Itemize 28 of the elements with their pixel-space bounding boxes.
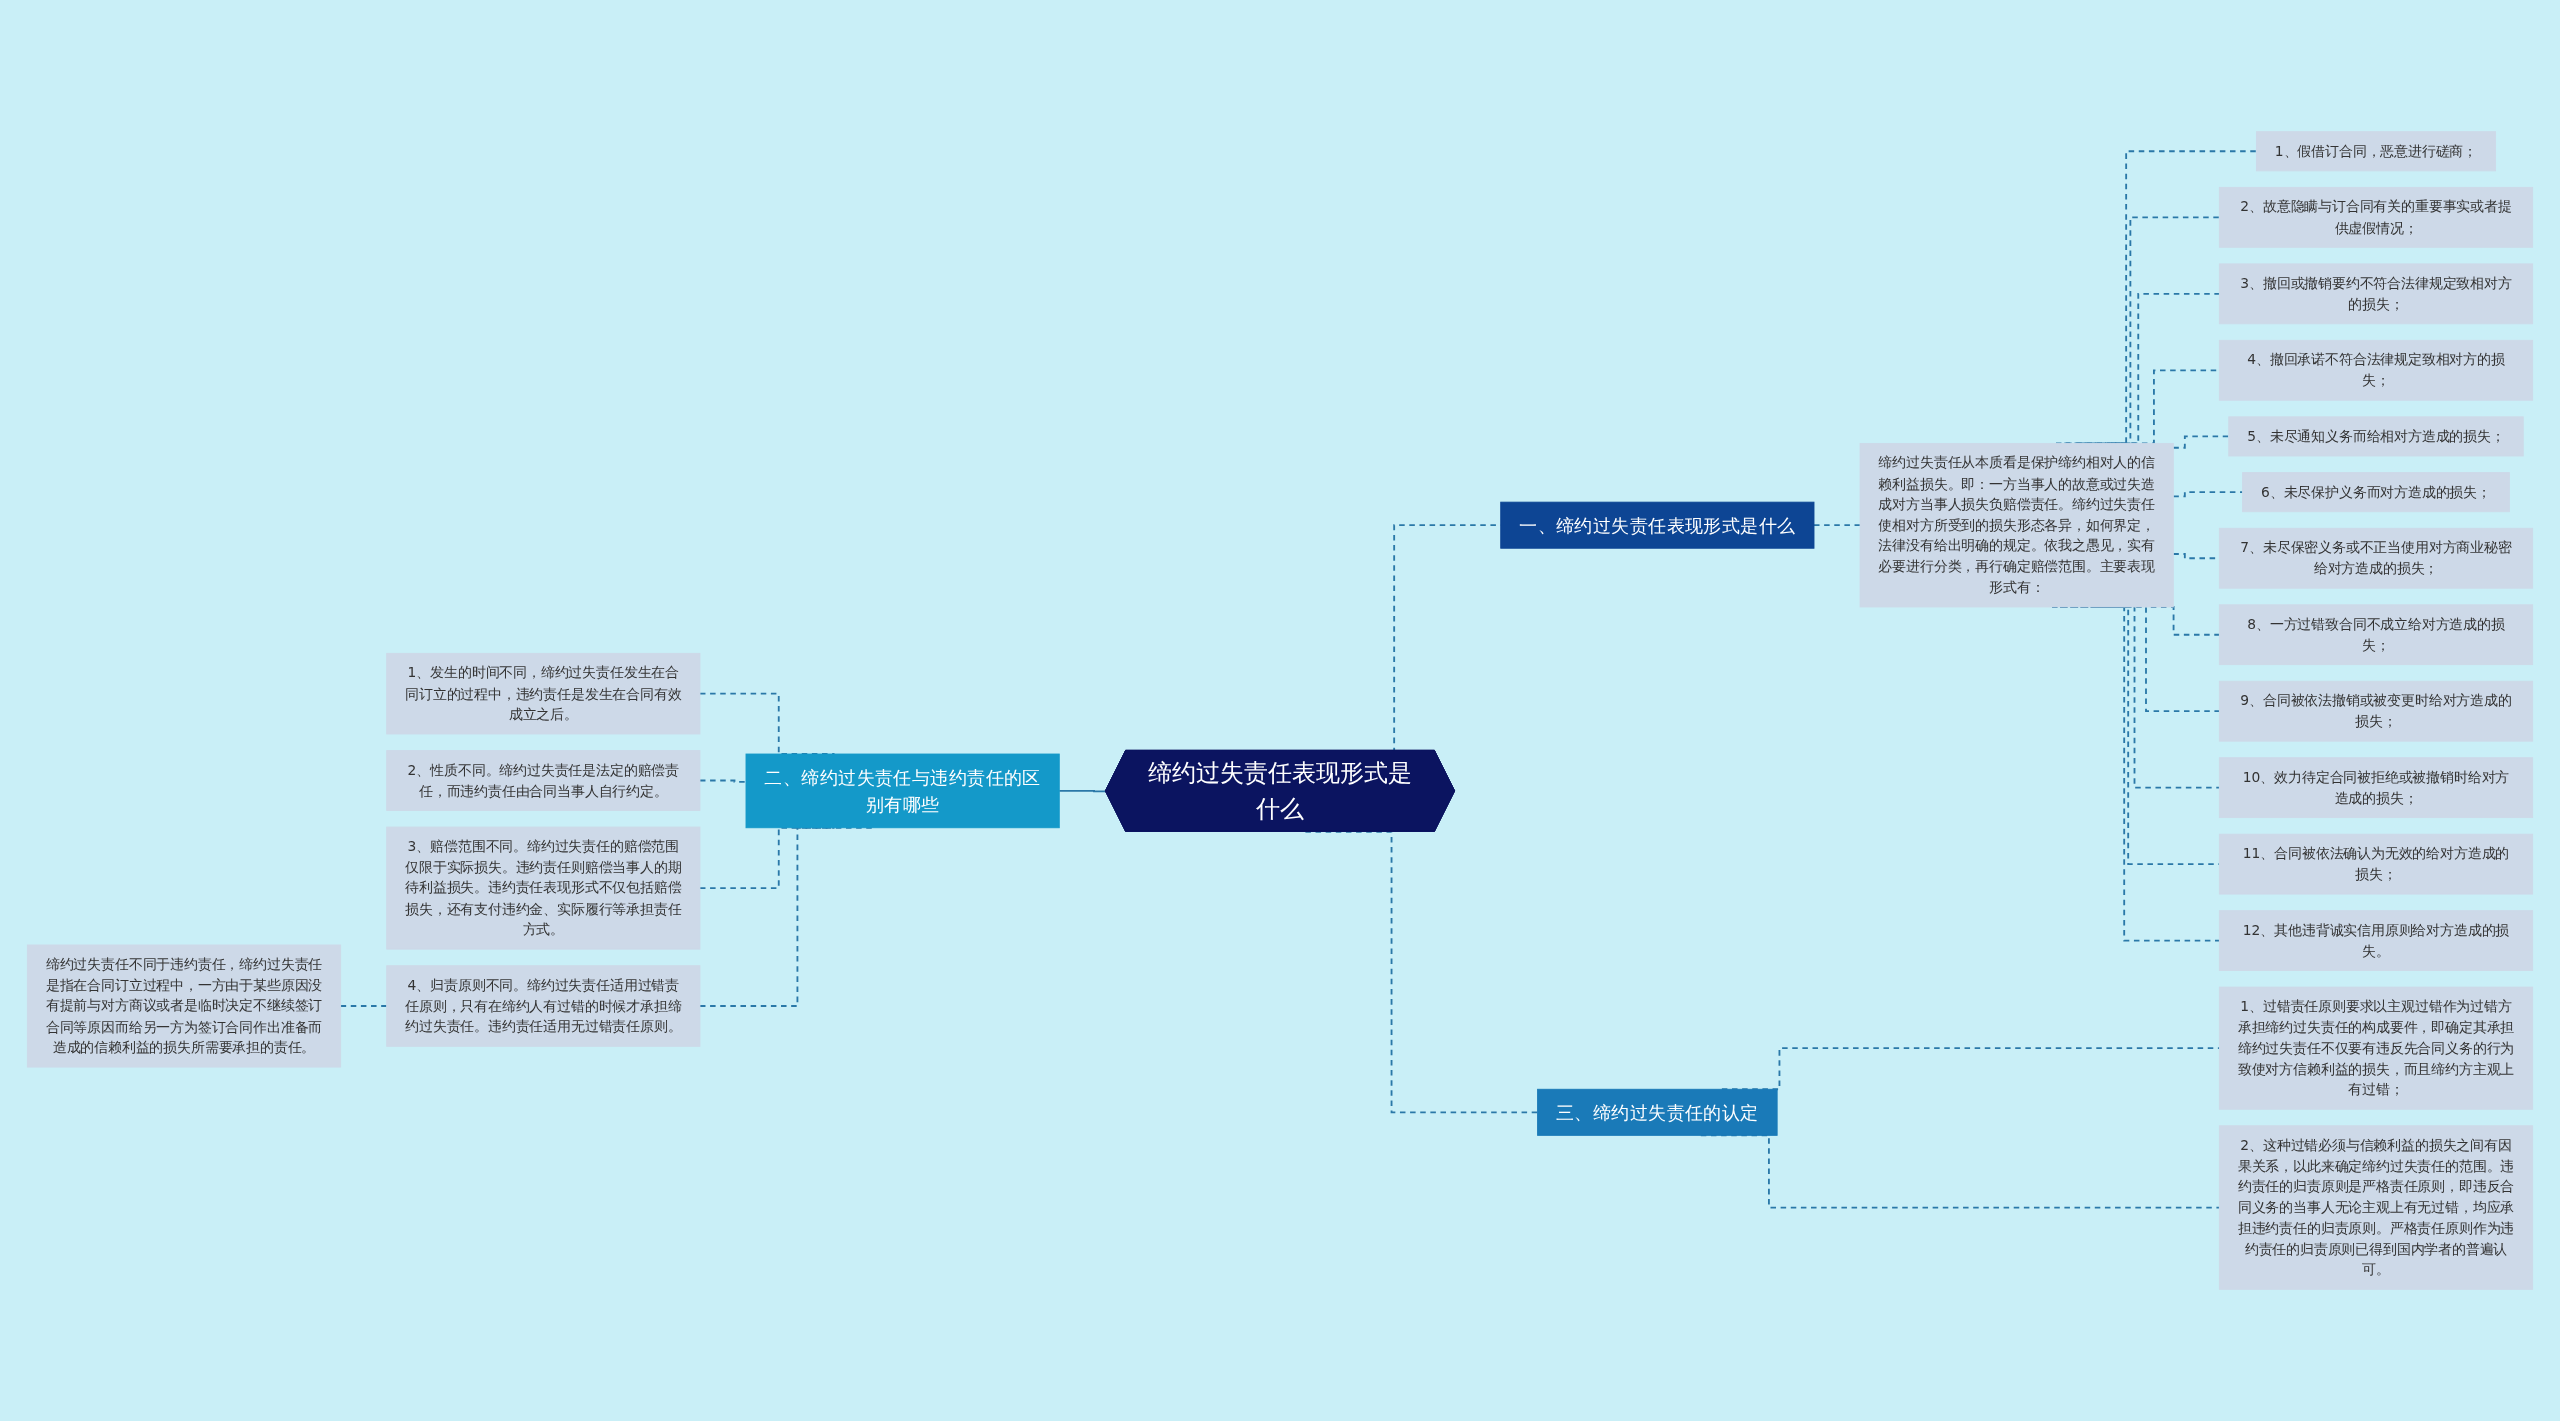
node-box: 12、其他违背诚实信用原则给对方造成的损失。 xyxy=(2218,910,2534,971)
node-box: 1、假借订合同，恶意进行磋商； xyxy=(2256,131,2497,172)
node-box: 一、缔约过失责任表现形式是什么 xyxy=(1500,501,1815,549)
node-box: 5、未尽通知义务而给相对方造成的损失； xyxy=(2228,416,2524,457)
node-box: 缔约过失责任从本质看是保护缔约相对人的信赖利益损失。即：一方当事人的故意或过失造成对方当事人损失负赔偿责任。缔约过失责任使相对方所受到的损失形态各异，如何界定，法律没有给出明确的规定。依我之愚见，实有必要进行分类，再行确定赔偿范围。主要表现形式有： xyxy=(1859,442,2174,608)
node-box: 3、撤回或撤销要约不符合法律规定致相对方的损失； xyxy=(2218,263,2534,325)
node-box: 6、未尽保护义务而对方造成的损失； xyxy=(2242,472,2510,513)
node-box: 2、性质不同。缔约过失责任是法定的赔偿责任，而违约责任由合同当事人自行约定。 xyxy=(386,750,701,811)
node-box: 3、赔偿范围不同。缔约过失责任的赔偿范围仅限于实际损失。违约责任则赔偿当事人的期待利益损失。违约责任表现形式不仅包括赔偿损失，还有支付违约金、实际履行等承担责任方式。 xyxy=(386,826,701,950)
node-box: 1、发生的时间不同，缔约过失责任发生在合同订立的过程中，违约责任是发生在合同有效成立之后。 xyxy=(386,652,701,735)
node-box: 10、效力待定合同被拒绝或被撤销时给对方造成的损失； xyxy=(2218,757,2534,819)
node-box: 4、撤回承诺不符合法律规定致相对方的损失； xyxy=(2218,339,2534,401)
node-box: 二、缔约过失责任与违约责任的区别有哪些 xyxy=(745,753,1060,829)
node-box: 2、故意隐瞒与订合同有关的重要事实或者提供虚假情况； xyxy=(2218,186,2534,248)
node-box: 三、缔约过失责任的认定 xyxy=(1537,1088,1778,1136)
node-box: 4、归责原则不同。缔约过失责任适用过错责任原则，只有在缔约人有过错的时候才承担缔约过失责任。违约责任适用无过错责任原则。 xyxy=(386,965,701,1047)
connector xyxy=(339,1005,388,1007)
connector xyxy=(1058,789,1107,793)
node-box: 9、合同被依法撤销或被变更时给对方造成的损失； xyxy=(2218,680,2534,742)
node-box: 11、合同被依法确认为无效的给对方造成的损失； xyxy=(2218,833,2534,895)
connector xyxy=(1813,524,1861,527)
node-box: 8、一方过错致合同不成立给对方造成的损失； xyxy=(2218,604,2534,666)
connector xyxy=(699,779,747,783)
node-box: 2、这种过错必须与信赖利益的损失之间有因果关系，以此来确定缔约过失责任的范围。违约责任的归责原则是严格责任原则，即违反合同义务的当事人无论主观上有无过错，均应承担违约责任的归责原则。严格责任原则作为违约责任的归责原则已得到国内学者的普遍认可。 xyxy=(2218,1125,2534,1290)
connector xyxy=(2172,435,2230,449)
node-box: 1、过错责任原则要求以主观过错作为过错方承担缔约过失责任的构成要件，即确定其承担缔约过失责任不仅要有违反先合同义务的行为致使对方信赖利益的损失，而且缔约方主观上有过错； xyxy=(2218,986,2534,1110)
node-box: 缔约过失责任不同于违约责任，缔约过失责任是指在合同订立过程中，一方由于某些原因没有提前与对方商议或者是临时决定不继续签订合同等原因而给另一方为签订合同作出准备而造成的信赖利益的损失所需要承担的责任。 xyxy=(26,944,342,1068)
connector xyxy=(2172,491,2244,498)
